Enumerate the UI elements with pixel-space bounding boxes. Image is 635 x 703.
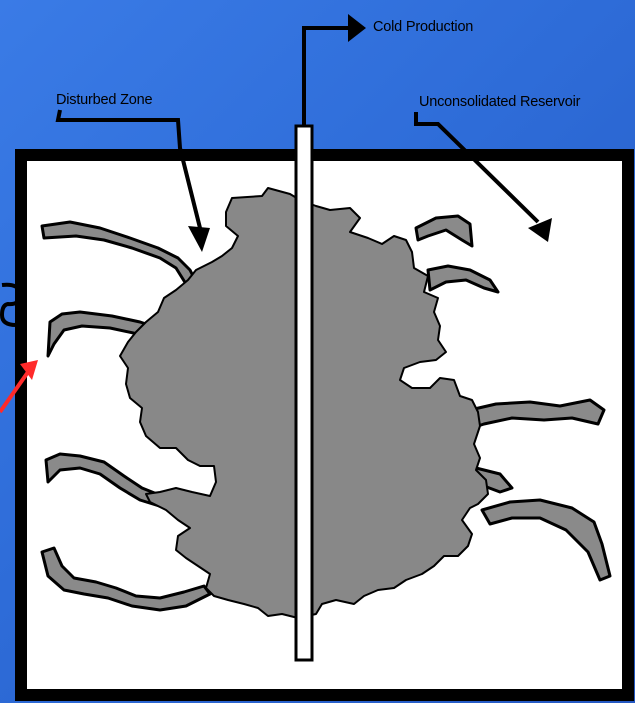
wellbore — [294, 124, 314, 662]
red-arrow-icon — [20, 360, 38, 380]
reservoir-leader — [414, 112, 540, 224]
arrowhead-icon — [528, 218, 552, 242]
cold-production-label: Cold Production — [373, 19, 474, 35]
partial-glyph — [0, 282, 22, 327]
disturbed-zone-leader — [55, 109, 202, 229]
production-line — [302, 26, 352, 126]
red-arrow-shaft — [0, 370, 30, 414]
disturbed-zone-label: Disturbed Zone — [56, 92, 153, 108]
unconsolidated-reservoir-label: Unconsolidated Reservoir — [419, 94, 581, 110]
right-arrow-icon — [348, 14, 366, 42]
arrowhead-icon — [188, 226, 210, 252]
